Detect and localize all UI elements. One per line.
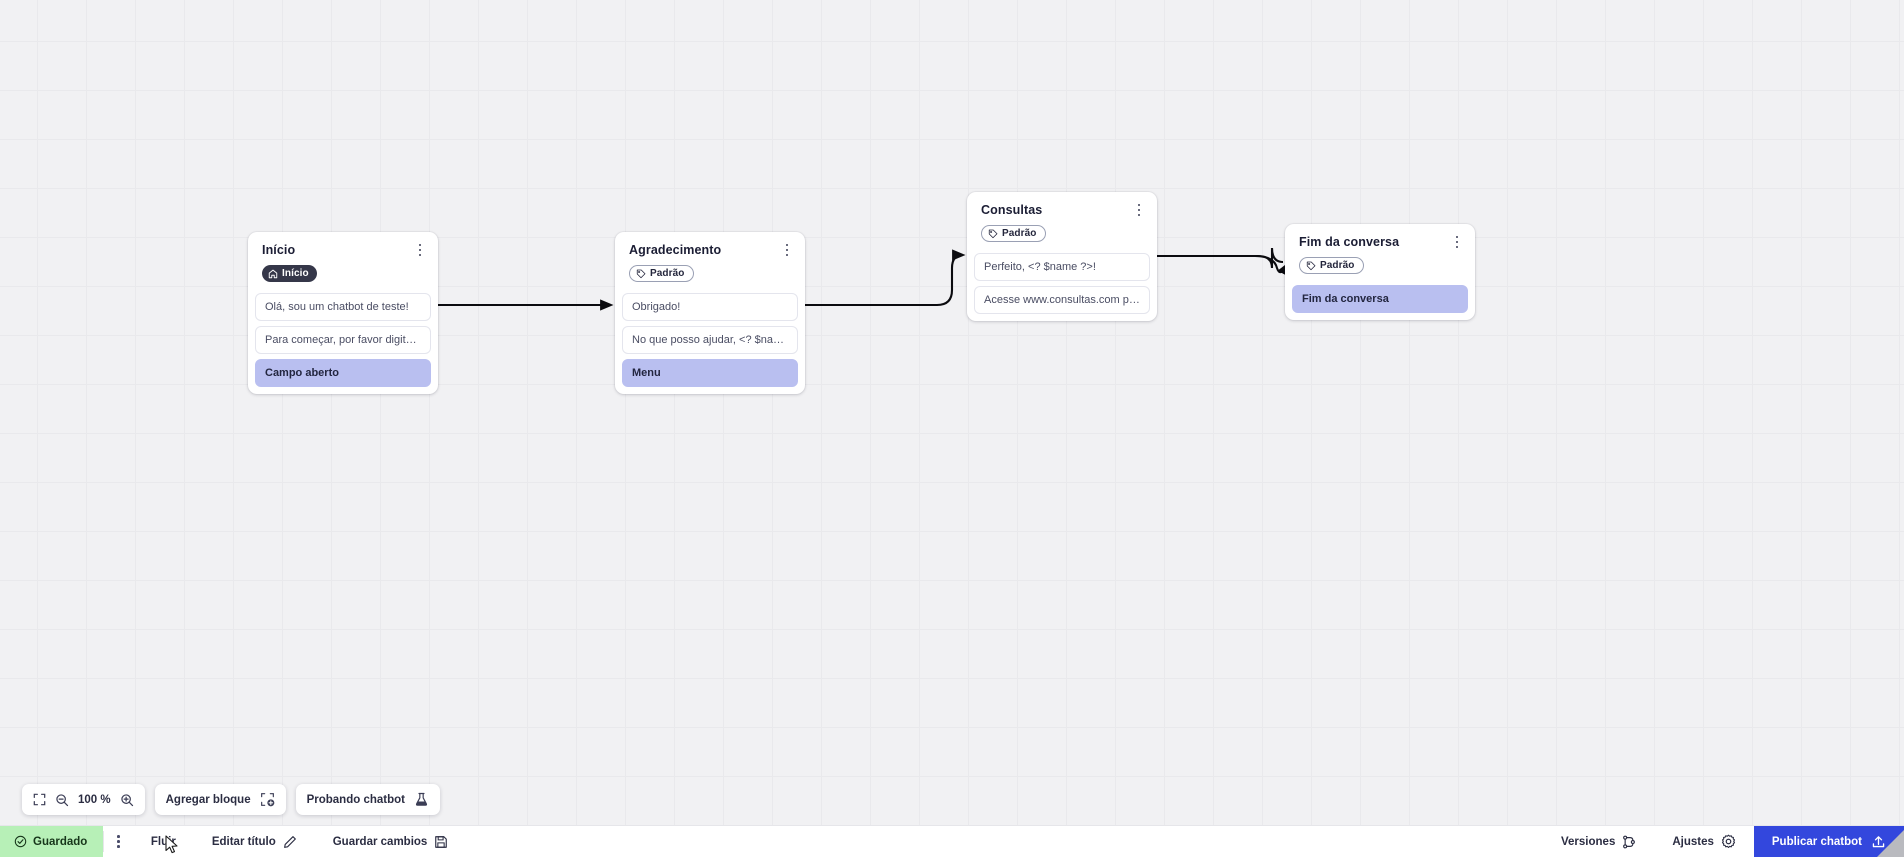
node-header: Início bbox=[248, 232, 438, 258]
canvas-toolbar: 100 % Agregar bloque Probando chatbot bbox=[22, 784, 440, 815]
node-badge-default[interactable]: Padrão bbox=[629, 265, 694, 282]
flask-icon bbox=[414, 792, 429, 807]
test-chatbot-label: Probando chatbot bbox=[306, 793, 405, 806]
node-badge-row: Padrão bbox=[1285, 250, 1475, 285]
zoom-controls: 100 % bbox=[22, 784, 145, 815]
node-header: Agradecimento bbox=[615, 232, 805, 258]
test-chatbot-button[interactable]: Probando chatbot bbox=[295, 784, 440, 815]
settings-label: Ajustes bbox=[1672, 835, 1714, 848]
flow-tab[interactable]: Fluir bbox=[133, 826, 194, 857]
node-badge-row: Padrão bbox=[967, 218, 1157, 253]
save-changes-button[interactable]: Guardar cambios bbox=[315, 826, 467, 857]
node-header: Fim da conversa bbox=[1285, 224, 1475, 250]
add-block-button[interactable]: Agregar bloque bbox=[154, 784, 286, 815]
publish-label: Publicar chatbot bbox=[1771, 835, 1862, 848]
node-title: Fim da conversa bbox=[1299, 235, 1400, 249]
node-menu-icon[interactable] bbox=[780, 241, 794, 259]
node-title: Agradecimento bbox=[629, 243, 722, 257]
node-message[interactable]: Para começar, por favor digite o ... bbox=[255, 325, 431, 354]
home-icon bbox=[268, 269, 278, 278]
node-title: Consultas bbox=[981, 203, 1043, 217]
node-menu-icon[interactable] bbox=[413, 241, 427, 259]
flow-edges bbox=[437, 247, 1290, 311]
node-badge-start[interactable]: Início bbox=[262, 265, 317, 282]
branch-icon bbox=[1623, 835, 1636, 848]
zoom-in-icon[interactable] bbox=[120, 793, 134, 807]
node-action[interactable]: Menu bbox=[622, 358, 798, 387]
node-body: Olá, sou um chatbot de teste! Para começ… bbox=[248, 292, 438, 387]
node-message[interactable]: Perfeito, <? $name ?>! bbox=[974, 252, 1150, 281]
node-menu-icon[interactable] bbox=[1450, 233, 1464, 251]
node-badge-row: Padrão bbox=[615, 258, 805, 293]
node-badge-default[interactable]: Padrão bbox=[1299, 257, 1364, 274]
zoom-level-value: 100 % bbox=[78, 793, 111, 806]
node-body: Perfeito, <? $name ?>! Acesse www.consul… bbox=[967, 252, 1157, 314]
kebab-menu-icon[interactable] bbox=[104, 826, 133, 857]
node-badge-default[interactable]: Padrão bbox=[981, 225, 1046, 242]
divider bbox=[103, 831, 105, 852]
node-message[interactable]: Acesse www.consultas.com par... bbox=[974, 285, 1150, 314]
saved-status-badge: Guardado bbox=[0, 826, 104, 857]
add-block-label: Agregar bloque bbox=[165, 793, 251, 806]
tag-icon bbox=[988, 229, 998, 238]
resize-corner-handle[interactable] bbox=[1877, 830, 1904, 857]
flow-node-fim-da-conversa[interactable]: Fim da conversa Padrão Fim da conversa bbox=[1285, 224, 1475, 320]
flow-node-consultas[interactable]: Consultas Padrão Perfeito, <? $name ?>! … bbox=[967, 192, 1157, 321]
node-badge-label: Padrão bbox=[1002, 228, 1037, 239]
node-title: Início bbox=[262, 243, 296, 257]
node-badge-label: Início bbox=[282, 268, 309, 279]
saved-status-label: Guardado bbox=[33, 835, 88, 848]
save-disk-icon bbox=[435, 835, 448, 848]
versions-label: Versiones bbox=[1561, 835, 1616, 848]
settings-button[interactable]: Ajustes bbox=[1654, 826, 1754, 857]
flow-node-agradecimento[interactable]: Agradecimento Padrão Obrigado! No que po… bbox=[615, 232, 805, 394]
edge-agradecimento-consultas bbox=[803, 249, 966, 307]
node-message[interactable]: Olá, sou um chatbot de teste! bbox=[255, 292, 431, 321]
node-badge-row: Início bbox=[248, 258, 438, 293]
node-message[interactable]: Obrigado! bbox=[622, 292, 798, 321]
edit-title-button[interactable]: Editar título bbox=[194, 826, 315, 857]
add-block-icon bbox=[260, 792, 275, 807]
flow-canvas[interactable]: Início Início Olá, sou um chatbot de tes… bbox=[0, 0, 1904, 825]
flow-node-inicio[interactable]: Início Início Olá, sou um chatbot de tes… bbox=[248, 232, 438, 394]
node-header: Consultas bbox=[967, 192, 1157, 218]
pencil-icon bbox=[283, 835, 296, 848]
publish-chatbot-button[interactable]: Publicar chatbot bbox=[1753, 826, 1904, 857]
gear-icon bbox=[1721, 834, 1735, 848]
check-circle-icon bbox=[14, 835, 27, 848]
edge-consultas-fim-curve bbox=[1155, 254, 1290, 277]
edit-title-label: Editar título bbox=[211, 835, 276, 848]
tag-icon bbox=[1306, 261, 1316, 270]
node-menu-icon[interactable] bbox=[1132, 201, 1146, 219]
node-action[interactable]: Campo aberto bbox=[255, 358, 431, 387]
versions-button[interactable]: Versiones bbox=[1543, 826, 1654, 857]
bottom-status-bar: Guardado Fluir Editar título Guardar cam… bbox=[0, 825, 1904, 857]
node-action[interactable]: Fim da conversa bbox=[1292, 284, 1468, 313]
spacer bbox=[466, 826, 1543, 857]
flow-tab-label: Fluir bbox=[150, 835, 176, 848]
tag-icon bbox=[636, 269, 646, 278]
zoom-out-icon[interactable] bbox=[55, 793, 69, 807]
node-body: Fim da conversa bbox=[1285, 284, 1475, 313]
save-changes-label: Guardar cambios bbox=[332, 835, 428, 848]
node-badge-label: Padrão bbox=[650, 268, 685, 279]
edge-consultas-fim bbox=[1155, 247, 1284, 269]
node-badge-label: Padrão bbox=[1320, 260, 1355, 271]
node-message[interactable]: No que posso ajudar, <? $name ... bbox=[622, 325, 798, 354]
fit-screen-icon[interactable] bbox=[33, 793, 46, 806]
node-body: Obrigado! No que posso ajudar, <? $name … bbox=[615, 292, 805, 387]
